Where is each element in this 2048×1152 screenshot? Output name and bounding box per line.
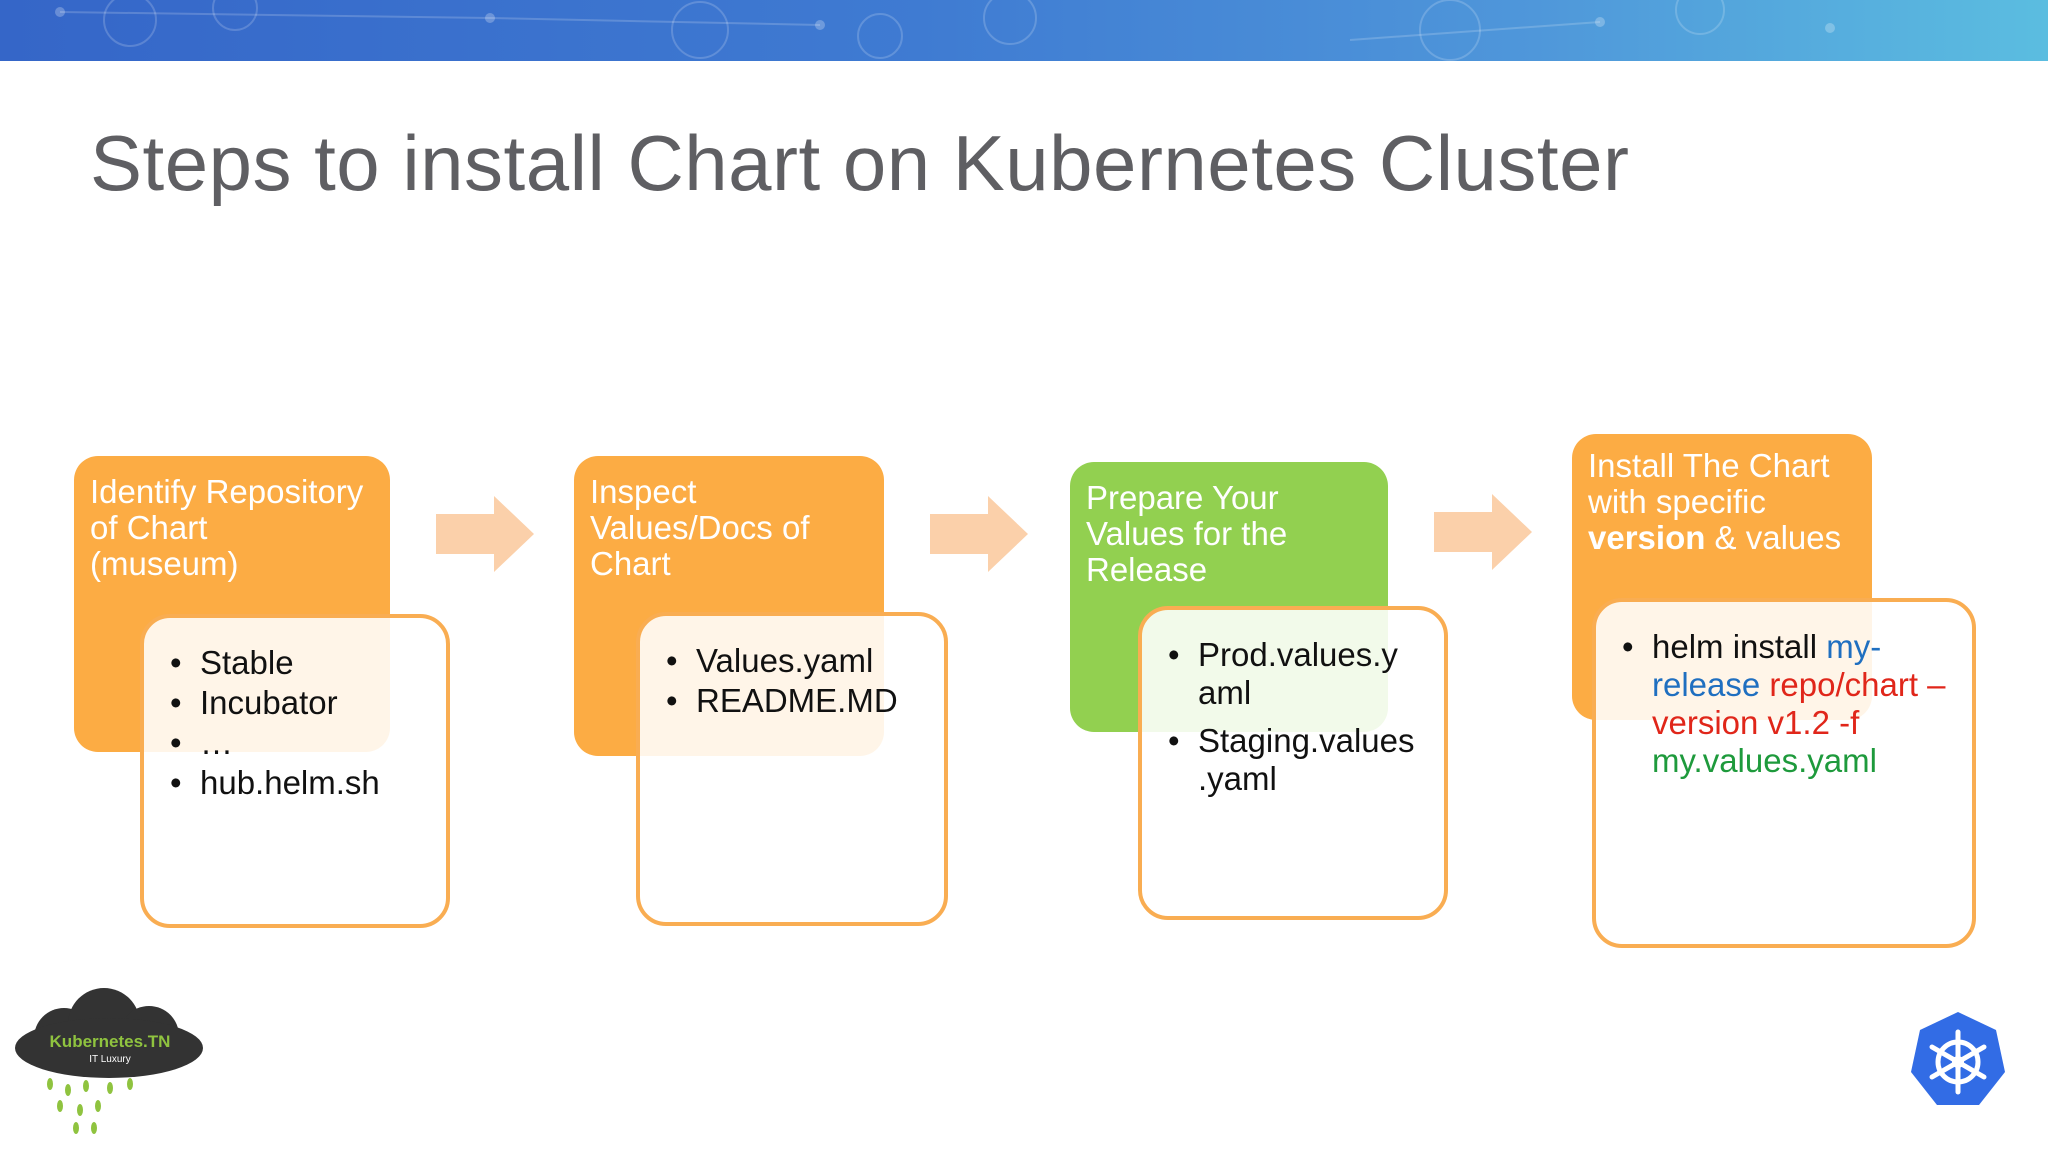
values-text: & values [1705,519,1842,556]
kubernetes-logo-icon [1908,1010,2008,1115]
step-2-heading-line: Values/Docs of [590,509,810,546]
step-4-heading-line: Install The Chart [1588,447,1830,484]
header-banner [0,0,2048,61]
chart-version-flag: repo/chart –version v1.2 -f [1652,666,1946,741]
values-file: my.values.yaml [1652,742,1877,779]
step-2-list: Values.yaml README.MD [666,642,926,720]
list-item: Stable [170,644,428,682]
release-name: my-release [1652,628,1882,703]
arrow-right-icon [1434,494,1532,570]
step-3-heading-line: Values for the [1086,515,1288,552]
step-1-heading-line: Identify Repository [90,473,364,510]
list-item: … [170,724,428,762]
command-text: helm install [1652,628,1827,665]
step-3-detail-box: Prod.values.y aml Staging.values .yaml [1138,606,1448,920]
step-2-detail-box: Values.yaml README.MD [636,612,948,926]
step-1-detail-box: Stable Incubator … hub.helm.sh [140,614,450,928]
step-2-heading-line: Inspect [590,473,697,510]
logo-tagline: IT Luxury [89,1054,131,1065]
arrow-right-icon [436,496,534,572]
arrow-right-icon [930,496,1028,572]
step-3-heading-line: Release [1086,551,1208,588]
list-item: Values.yaml [666,642,926,680]
slide-title: Steps to install Chart on Kubernetes Clu… [90,119,1630,207]
list-item: Staging.values .yaml [1168,722,1426,798]
step-3-list: Prod.values.y aml Staging.values .yaml [1168,636,1426,798]
list-item: Incubator [170,684,428,722]
list-item: README.MD [666,682,926,720]
step-4-heading-line: version & values [1588,520,1856,556]
step-3-heading-line: Prepare Your [1086,479,1279,516]
step-1-heading-line: of Chart [90,509,208,546]
network-pattern-graphic [55,0,1835,61]
step-1-list: Stable Incubator … hub.helm.sh [170,644,428,802]
step-4-list: helm install my-release repo/chart –vers… [1622,628,1954,780]
logo-name: Kubernetes.TN [50,1032,171,1051]
step-2-heading-line: Chart [590,545,671,582]
step-1-heading-line: (museum) [90,545,239,582]
list-item: Prod.values.y aml [1168,636,1426,712]
step-4-heading-line: with specific [1588,483,1766,520]
list-item: hub.helm.sh [170,764,428,802]
helm-command: helm install my-release repo/chart –vers… [1622,628,1954,780]
step-4-detail-box: helm install my-release repo/chart –vers… [1592,598,1976,948]
version-keyword: version [1588,519,1706,556]
kubernetes-tn-logo: Kubernetes.TN IT Luxury [14,986,214,1141]
